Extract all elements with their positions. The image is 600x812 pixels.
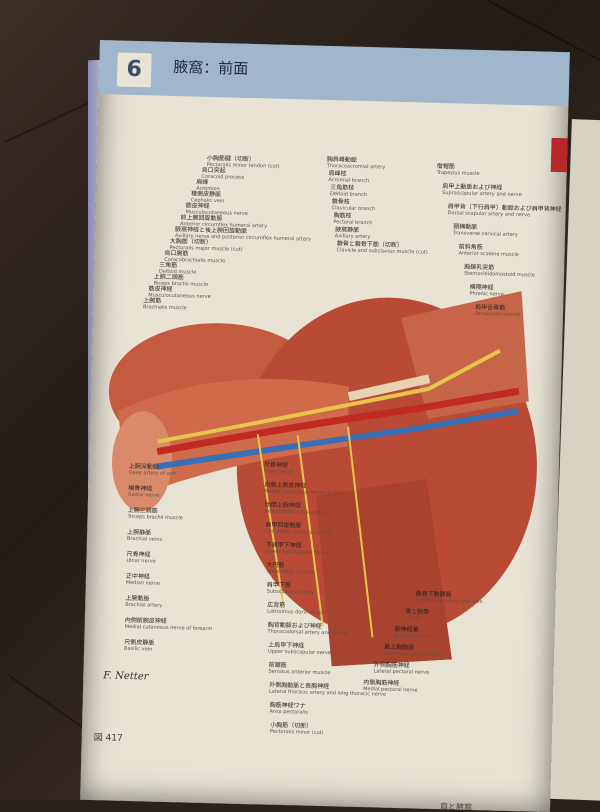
label-english: Brachial veins <box>126 535 163 543</box>
atlas-page: 6 腋窩：前面 小胸筋腱（切断）Pectoralis minor tendon … <box>80 40 570 812</box>
anatomy-illustration <box>108 291 537 667</box>
label-english: Deep artery of arm <box>128 469 177 478</box>
chapter-number: 6 <box>116 52 152 88</box>
label-english: Radial nerve <box>128 491 160 499</box>
axillary-vein <box>156 408 519 470</box>
brachial-plexus <box>157 348 501 444</box>
label-english: Anterior scalene muscle <box>458 250 519 259</box>
label-english: 1st rib <box>404 615 422 622</box>
label-english: Median nerve <box>125 579 160 587</box>
nerve-branch <box>256 434 285 606</box>
figure-number: 図 417 <box>93 733 123 744</box>
chapter-header: 6 腋窩：前面 <box>98 40 570 107</box>
chapter-title: 腋窩：前面 <box>173 57 249 78</box>
label-english: Pectoralis minor (cut) <box>269 728 324 737</box>
label-english: Teres major muscle <box>266 568 315 576</box>
label-english: Basilic vein <box>123 645 153 653</box>
nerve-branch <box>296 435 324 627</box>
label-english: Subscapular artery <box>266 588 315 596</box>
artist-signature: F. Netter <box>103 670 149 683</box>
anatomy-label: 小胸筋（切断）Pectoralis minor (cut) <box>270 720 324 736</box>
label-english: Sternocleidomastoid muscle <box>463 270 535 279</box>
anatomy-label: 鎖骨と鎖骨下筋（切断）Clavicle and subclavius muscl… <box>336 238 428 255</box>
label-english: Brachial plexus <box>394 632 433 640</box>
label-english: Brachialis muscle <box>142 304 187 312</box>
label-english: Omohyoid muscle <box>474 310 521 319</box>
label-english: Phrenic nerve <box>469 290 505 298</box>
nerve-branch <box>346 426 374 638</box>
serratus-muscle <box>316 478 452 667</box>
axillary-artery <box>156 387 520 456</box>
label-english: Ulnar nerve <box>126 557 156 565</box>
label-english: Clavicle and subclavius muscle (cut) <box>336 247 428 256</box>
label-english: Trapezius muscle <box>436 169 480 177</box>
label-english: Serratus anterior muscle <box>268 668 331 677</box>
page-footer: 肩と腋窩 <box>439 802 473 812</box>
clavicle <box>347 374 431 402</box>
label-english: Transverse cervical artery <box>452 230 518 239</box>
humerus-cut <box>111 411 173 512</box>
label-english: Ansa pectoralis <box>269 708 308 716</box>
label-english: Suprascapular artery and nerve <box>442 190 522 199</box>
label-english: Brachial artery <box>125 601 163 609</box>
label-english: Ulnar nerve <box>263 468 294 476</box>
